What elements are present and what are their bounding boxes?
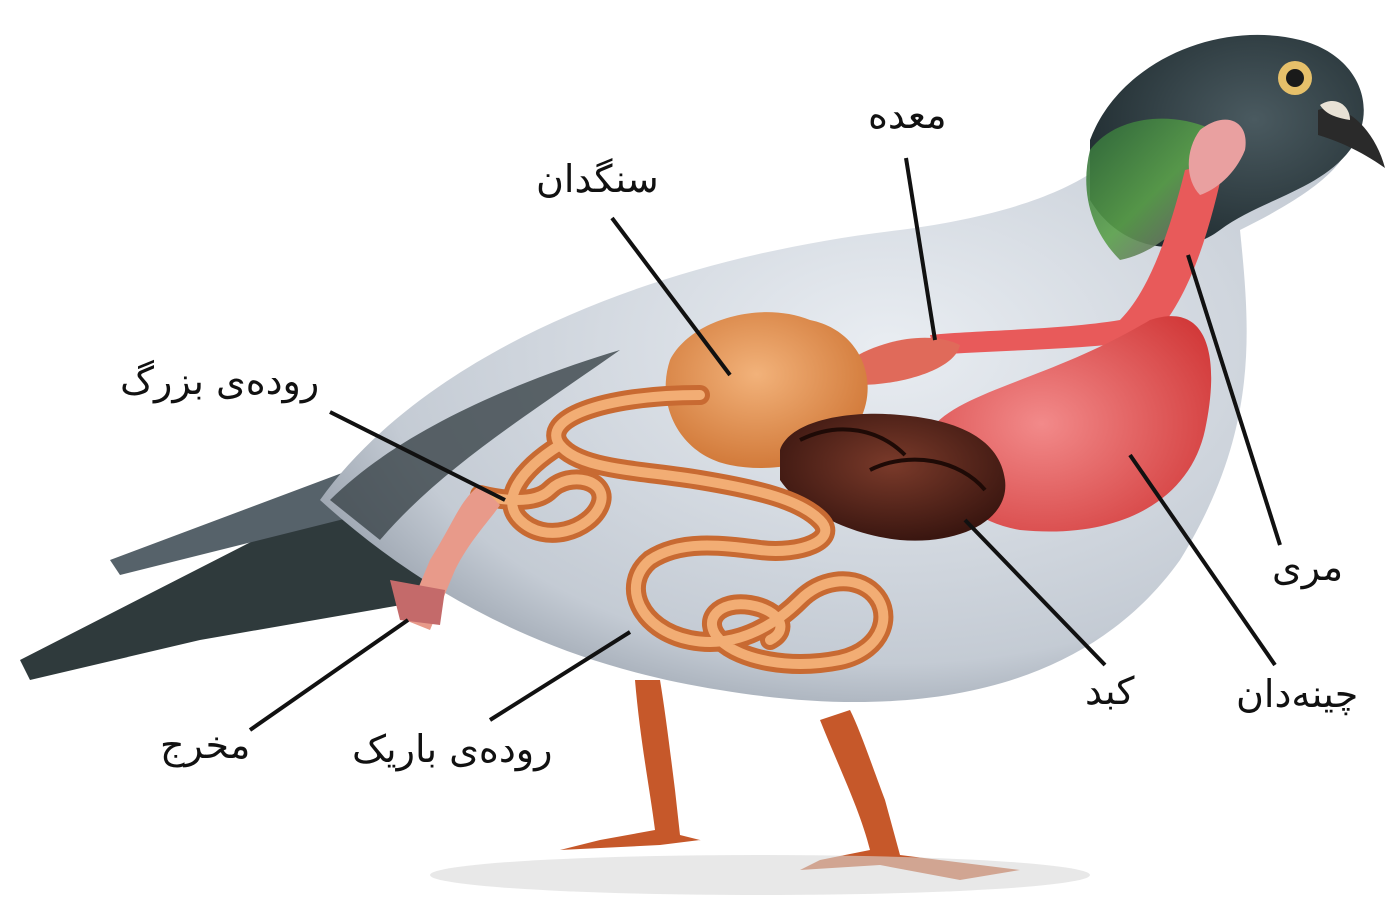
label-large-intestine: رودەی بزرگ bbox=[120, 362, 319, 400]
label-liver: کبد bbox=[1085, 672, 1135, 710]
label-small-intestine: رودەی باریک bbox=[352, 730, 552, 768]
label-esophagus: مری bbox=[1272, 548, 1343, 586]
label-gizzard: سنگدان bbox=[536, 160, 659, 198]
left-leg bbox=[560, 680, 740, 850]
right-leg bbox=[800, 710, 1020, 880]
label-cloaca: مخرج bbox=[160, 726, 250, 764]
label-crop: چینەدان bbox=[1236, 675, 1358, 713]
ground-shadow bbox=[430, 855, 1090, 895]
leader-cloaca bbox=[250, 620, 408, 730]
label-stomach: معدە bbox=[868, 96, 947, 134]
